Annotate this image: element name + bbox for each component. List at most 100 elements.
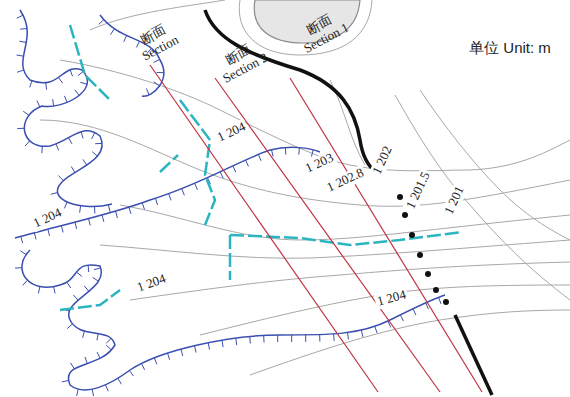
section-label: 断面 Section — [121, 13, 193, 70]
hachure-tick — [34, 233, 36, 240]
contour-elevation: 1 204 — [134, 270, 170, 295]
hachure-tick — [142, 203, 144, 210]
hachure-tick — [129, 207, 131, 214]
hachure-tick — [48, 229, 50, 236]
drainage-lines — [60, 25, 462, 310]
hachure-tick — [116, 211, 118, 218]
hachure-tick — [67, 282, 71, 288]
hachure-tick — [79, 206, 81, 213]
hachure-tick — [25, 141, 30, 146]
hachure-tick — [94, 206, 95, 213]
hachure-tick — [272, 150, 274, 157]
hachure-tick — [333, 334, 335, 341]
hachure-tick — [58, 176, 63, 181]
hachure-tick — [154, 358, 157, 365]
hachure-tick — [154, 82, 160, 86]
hachure-tick — [181, 349, 183, 356]
hachure-tick — [124, 35, 127, 41]
hachure-tick — [70, 70, 72, 77]
hachure-tick — [23, 280, 28, 285]
hachure-tick — [111, 29, 115, 35]
hachure-tick — [102, 215, 104, 222]
hachure-tick — [258, 154, 261, 160]
hachure-tick — [194, 346, 196, 353]
hachure-tick — [108, 205, 109, 212]
hachure-tick — [73, 295, 78, 300]
hachure-tick — [67, 324, 72, 329]
hachures — [15, 15, 441, 396]
hachure-tick — [75, 90, 79, 96]
hachure-tick — [155, 198, 157, 205]
hachure-tick — [17, 15, 23, 18]
road — [455, 315, 492, 395]
hachure-tick — [347, 333, 349, 340]
hachure-tick — [94, 268, 101, 270]
hachure-tick — [45, 83, 47, 90]
hachure-tick — [168, 353, 170, 360]
hachure-tick — [99, 20, 104, 25]
hachure-tick — [19, 41, 26, 42]
hachure-tick — [92, 152, 97, 157]
hachure-tick — [106, 345, 111, 350]
hachure-tick — [23, 111, 29, 115]
hachure-tick — [77, 389, 79, 396]
hachure-tick — [277, 335, 278, 342]
hachure-tick — [52, 99, 54, 106]
hachure-tick — [146, 88, 149, 94]
hachure-tick — [375, 326, 377, 333]
hachure-tick — [285, 148, 286, 155]
hachure-tick — [37, 101, 40, 107]
boundary-lines — [15, 10, 445, 390]
hachure-tick — [88, 265, 90, 272]
hachure-tick — [233, 166, 236, 172]
hachure-tick — [81, 132, 83, 139]
hachure-tick — [92, 389, 93, 396]
hachure-tick — [61, 226, 63, 233]
hachure-tick — [400, 315, 403, 321]
hachure-tick — [129, 370, 133, 376]
hachure-tick — [105, 385, 108, 391]
hachure-tick — [118, 378, 122, 384]
unit-note: 单位 Unit: m — [467, 39, 553, 56]
hachure-tick — [95, 143, 102, 144]
hachure-tick — [195, 183, 198, 189]
hachure-tick — [361, 330, 363, 337]
hachure-tick — [21, 236, 23, 243]
section-label: 断面 Section 1 — [287, 3, 359, 60]
hachure-tick — [263, 335, 264, 342]
hachure-tick — [41, 146, 43, 153]
hachure-tick — [220, 172, 223, 178]
road — [205, 10, 377, 173]
section-lines — [150, 65, 482, 392]
hachure-tick — [85, 357, 87, 364]
hachure-tick — [97, 333, 98, 340]
hachure-tick — [319, 335, 320, 342]
hachure-tick — [64, 96, 67, 102]
section-label: 断面 Section 2 — [206, 33, 278, 90]
hachure-tick — [222, 340, 223, 347]
hachure-tick — [56, 144, 59, 150]
hachure-tick — [235, 338, 237, 345]
contour-elevation: 1 201 — [441, 182, 469, 218]
hachure-tick — [20, 251, 26, 255]
hachure-tick — [71, 363, 75, 369]
hachure-tick — [438, 297, 441, 304]
hachure-tick — [80, 82, 87, 84]
hachure-tick — [51, 193, 58, 195]
hachure-tick — [169, 194, 171, 201]
contour-elevation: 1 202.8 — [322, 164, 367, 196]
contour-elevation: 1 204 — [30, 204, 66, 232]
hachure-tick — [291, 335, 292, 342]
hachure-tick — [17, 128, 24, 129]
hachure-tick — [78, 71, 83, 75]
hachure-tick — [71, 167, 75, 173]
hachure-tick — [64, 202, 67, 208]
hachure-tick — [182, 189, 185, 195]
contour-elevation: 1 204 — [374, 286, 410, 309]
hachure-tick — [208, 343, 209, 350]
hachure-tick — [62, 380, 69, 381]
contour-elevation: 1 204 — [214, 118, 250, 146]
